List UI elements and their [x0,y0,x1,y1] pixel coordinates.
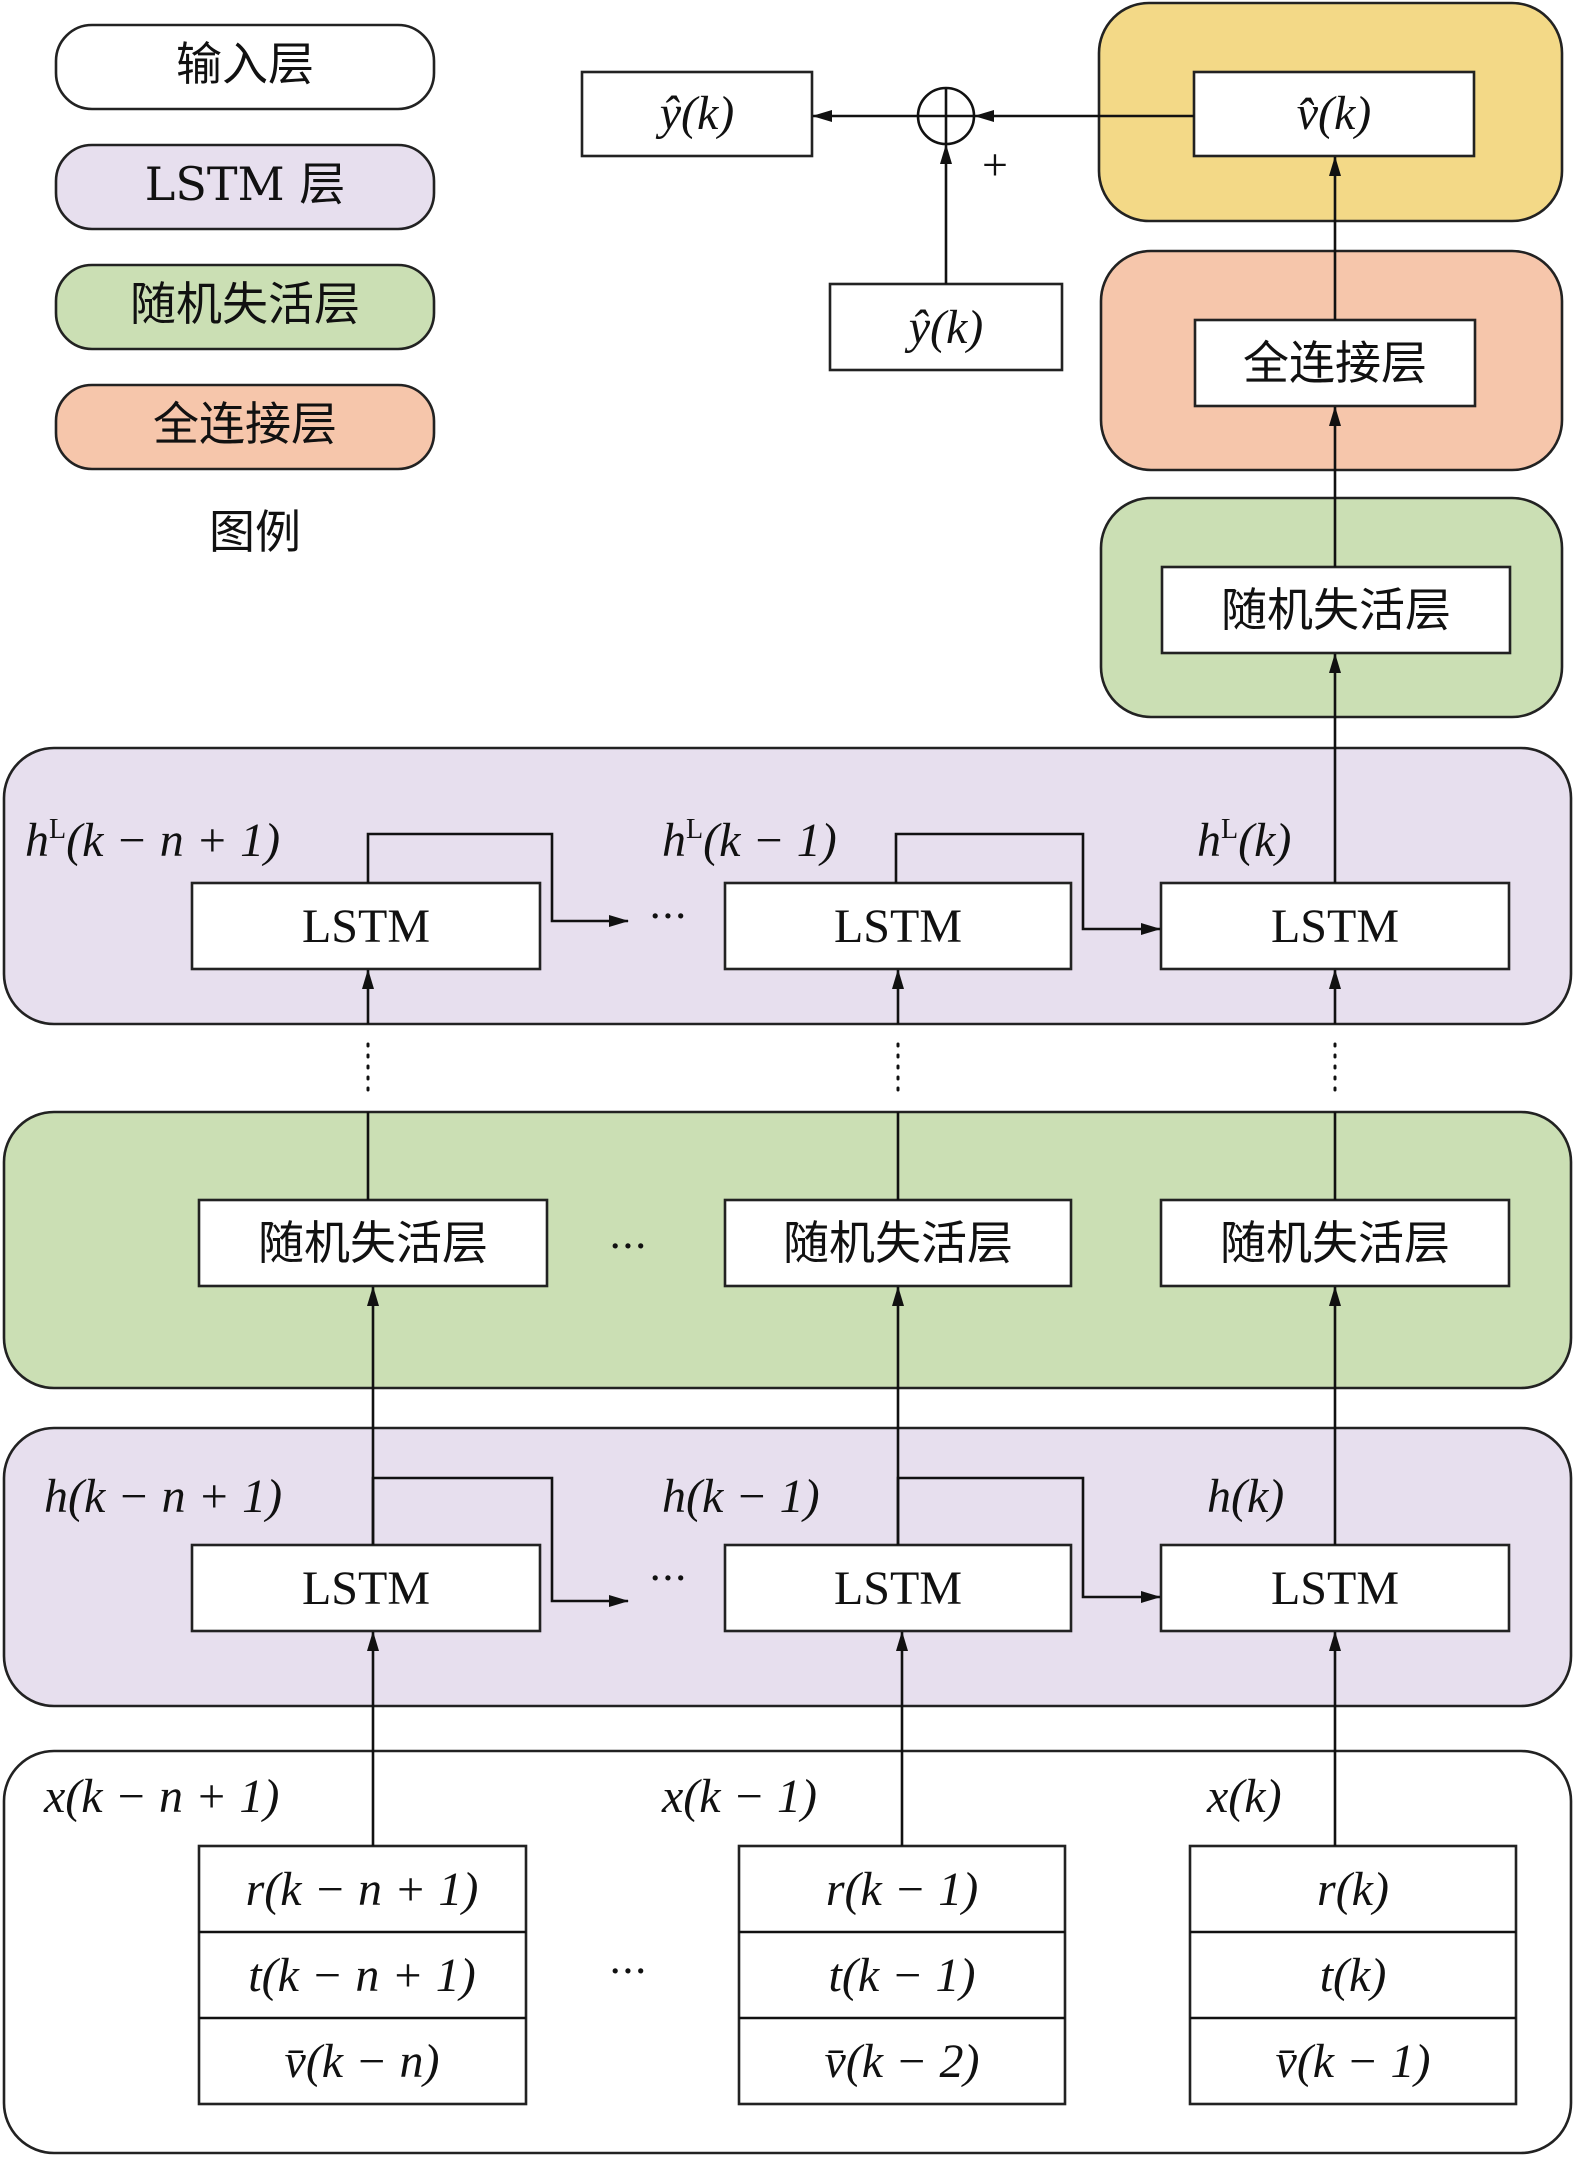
input-mid-t: t(k − 1) [829,1949,976,2002]
lstm-top-cell-last-label: LSTM [1271,900,1399,953]
legend-caption: 图例 [209,505,301,559]
input-first-r: r(k − n + 1) [246,1863,479,1916]
dropout-cell-last-label: 随机失活层 [1220,1216,1450,1270]
v-hat-box [1192,70,1476,158]
legend-dense-label: 全连接层 [153,397,337,451]
v-hat-label: v̂̂(k) [1297,87,1372,140]
input-column-mid: r(k − 1) t(k − 1) v̄(k − 2) [737,1844,1067,2106]
legend-dropout-label: 随机失活层 [130,277,360,331]
dropout-top-box-label: 随机失活层 [1221,583,1451,637]
input-last-t: t(k) [1320,1949,1387,2002]
input-column-first: r(k − n + 1) t(k − n + 1) v̄(k − n) [197,1844,528,2106]
input-row-ellipsis: ··· [609,1949,647,1995]
h-bottom-last-label: h(k) [1207,1470,1284,1523]
x-last-label: x(k) [1206,1770,1282,1823]
legend-lstm-label: LSTM 层 [145,157,345,211]
dense-box-label: 全连接层 [1243,336,1427,390]
lstm-top-cell-mid [723,881,1073,971]
input-last-r: r(k) [1317,1863,1389,1916]
dropout-cell-last [1159,1198,1511,1288]
lstm-bottom-cell-first-label: LSTM [302,1562,430,1615]
lstm-bottom-cell-first [190,1543,542,1633]
sum-junction [916,86,976,146]
input-mid-r: r(k − 1) [826,1863,978,1916]
dense-box [1193,318,1477,408]
legend-lstm-swatch [54,143,436,231]
input-first-v: v̄(k − n) [285,2035,440,2088]
lstm-bottom-cell-mid-label: LSTM [834,1562,962,1615]
lstm-top-cell-first [190,881,542,971]
lstm-bottom-ellipsis: ··· [649,1556,687,1602]
h-top-last-label: hL(k) [1197,814,1291,867]
dense-stage: 全连接层 [1099,156,1564,472]
dropout-cell-first [197,1198,549,1288]
dropout-top-box [1160,565,1512,655]
legend: 输入层 LSTM 层 随机失活层 全连接层 图例 [54,23,436,559]
lstm-bottom-layer: h(k − n + 1) h(k − 1) h(k) LSTM LSTM LST… [2,1286,1573,1708]
input-mid-v: v̄(k − 2) [825,2035,980,2088]
output-stage: v̂̂(k) ŷ(k) ŷ(k) + [580,1,1564,372]
h-top-first-label: hL(k − n + 1) [25,814,280,867]
h-bottom-first-label: h(k − n + 1) [44,1470,282,1523]
legend-dense-swatch [54,383,436,471]
x-mid-label: x(k − 1) [661,1770,817,1823]
input-last-v: v̄(k − 1) [1276,2035,1431,2088]
x-first-label: x(k − n + 1) [43,1770,279,1823]
legend-dropout-swatch [54,263,436,351]
h-top-mid-label: hL(k − 1) [662,814,837,867]
dropout-top-stage: 随机失活层 [1099,406,1564,719]
sum-plus-sign: + [982,139,1008,190]
input-column-last: r(k) t(k) v̄(k − 1) [1188,1844,1518,2106]
lstm-top-cell-mid-label: LSTM [834,900,962,953]
y-hat-output-box [580,70,814,158]
recurrent-link-top-first [366,832,629,927]
dropout-row-ellipsis: ··· [609,1224,647,1270]
lstm-top-layer: hL(k − n + 1) hL(k − 1) hL(k) LSTM LSTM … [2,653,1573,1026]
h-bottom-mid-label: h(k − 1) [662,1470,820,1523]
lstm-top-ellipsis: ··· [649,894,687,940]
dropout-cell-mid-label: 随机失活层 [783,1216,1013,1270]
recurrent-link-top-mid [894,832,1161,935]
y-hat-output-label: ŷ(k) [655,87,735,140]
input-first-t: t(k − n + 1) [248,1949,475,2002]
input-layer: x(k − n + 1) x(k − 1) x(k) r(k − n + 1) … [2,1631,1573,2155]
dropout-cell-first-label: 随机失活层 [258,1216,488,1270]
lstm-bottom-cell-last-label: LSTM [1271,1562,1399,1615]
lstm-top-cell-first-label: LSTM [302,900,430,953]
legend-input-label: 输入层 [176,37,314,91]
y-hat-hat-label: ŷ(k) [904,301,984,354]
dropout-row: 随机失活层 随机失活层 随机失活层 ··· [2,969,1573,1390]
legend-input-swatch [54,23,436,111]
